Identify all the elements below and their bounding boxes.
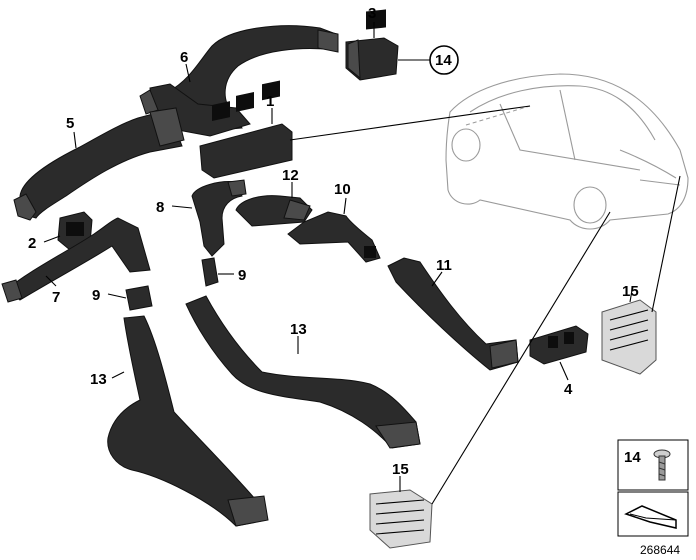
part-3-vent [345,9,399,81]
legend-box: 14 [617,439,689,537]
callout-7: 7 [52,289,60,306]
callout-3: 3 [368,5,376,22]
callout-12: 12 [282,167,299,184]
screw-icon [653,449,671,481]
part-4-vent [529,325,589,365]
callout-10: 10 [334,181,351,198]
part-15a-grille [601,299,657,375]
part-7-duct [1,217,151,303]
part-13b-duct [185,295,421,449]
callout-2: 2 [28,235,36,252]
callout-9-center: 9 [238,267,246,284]
callout-5: 5 [66,115,74,132]
callout-13-left: 13 [90,371,107,388]
callout-labels: 3 6 14 1 5 12 10 8 2 9 11 7 9 15 13 13 4… [28,5,639,478]
callout-9-left: 9 [92,287,100,304]
part-8-duct [191,179,247,257]
callout-8: 8 [156,199,164,216]
car-outline [445,73,689,230]
part-9b-block [201,257,219,287]
callout-4: 4 [564,381,573,398]
legend-item-14: 14 [624,449,641,466]
callout-15-bottom: 15 [392,461,409,478]
part-10-duct [287,211,381,263]
fastener-symbol-icon [624,505,677,529]
reference-number: 268644 [640,543,680,557]
part-1-vent [199,80,293,179]
leader-lines [43,22,681,505]
callout-15-right: 15 [622,283,639,300]
part-9a-block [125,285,153,311]
callout-14-circle [429,45,459,75]
callout-14: 14 [435,52,452,69]
part-15b-grille [369,489,433,549]
part-11-duct [387,257,519,371]
part-5-duct [13,107,185,221]
callout-1: 1 [266,93,274,110]
part-13a-duct [107,315,269,527]
callout-11: 11 [436,257,452,274]
callout-13-center: 13 [290,321,307,338]
part-12-duct [235,195,313,227]
callout-6: 6 [180,49,188,66]
